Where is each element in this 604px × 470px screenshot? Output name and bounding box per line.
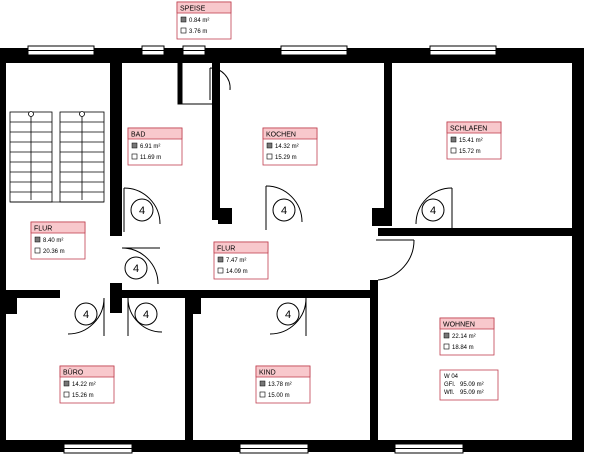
perimeter-icon xyxy=(217,267,224,274)
area-icon xyxy=(217,256,224,263)
room-name: KIND xyxy=(259,370,276,377)
window xyxy=(182,45,206,56)
area-icon xyxy=(443,332,450,339)
room-label-schlafen: SCHLAFEN 15.41 m² 15.72 m xyxy=(446,121,502,160)
window xyxy=(394,443,464,454)
perimeter-icon xyxy=(34,247,41,254)
room-area: 7.47 m² xyxy=(226,258,246,264)
room-perimeter: 14.09 m xyxy=(226,269,248,275)
door-numbers: 4 4 4 4 4 4 4 xyxy=(83,205,436,321)
unit-id: W 04 xyxy=(444,374,459,380)
perimeter-icon xyxy=(266,153,273,160)
door-kochen xyxy=(265,185,303,230)
perimeter-icon xyxy=(63,391,70,398)
door-wohnen xyxy=(376,239,415,281)
window xyxy=(27,45,95,56)
gfl-value: 95.09 m² xyxy=(460,382,484,388)
room-perimeter: 11.69 m xyxy=(140,155,161,161)
area-icon xyxy=(259,380,266,387)
window xyxy=(280,45,348,56)
speise-room xyxy=(177,61,231,105)
room-area: 22.14 m² xyxy=(452,334,476,340)
room-perimeter: 15.26 m xyxy=(72,393,94,399)
room-name: FLUR xyxy=(34,226,52,233)
door-number: 4 xyxy=(83,309,89,321)
wfl-label: Wfl. xyxy=(444,390,455,396)
room-label-kind: KIND 13.78 m² 15.00 m xyxy=(255,365,311,404)
room-name: FLUR xyxy=(217,246,235,253)
room-perimeter: 18.84 m xyxy=(452,345,474,351)
room-name: SCHLAFEN xyxy=(450,126,487,133)
door-number: 4 xyxy=(430,205,436,217)
room-label-flur-2: FLUR 7.47 m² 14.09 m xyxy=(213,241,269,280)
area-icon xyxy=(34,236,41,243)
door-number: 4 xyxy=(133,263,139,275)
perimeter-icon xyxy=(180,27,187,34)
window xyxy=(429,45,497,56)
area-icon xyxy=(180,16,187,23)
room-perimeter: 15.00 m xyxy=(268,393,290,399)
area-icon xyxy=(266,142,273,149)
room-label-bad: BAD 6.91 m² 11.69 m xyxy=(127,127,183,166)
room-area: 0.84 m² xyxy=(189,18,209,24)
door-buero xyxy=(67,297,105,336)
area-icon xyxy=(63,380,70,387)
door-kind xyxy=(269,297,307,336)
room-area: 15.41 m² xyxy=(459,138,483,144)
room-area: 8.40 m² xyxy=(43,238,63,244)
door-bad xyxy=(123,187,161,232)
room-label-flur-1: FLUR 8.40 m² 20.36 m xyxy=(30,221,86,260)
perimeter-icon xyxy=(259,391,266,398)
room-name: KOCHEN xyxy=(266,132,296,139)
staircase xyxy=(9,111,105,203)
room-perimeter: 3.76 m xyxy=(189,29,207,35)
wfl-value: 95.09 m² xyxy=(460,390,484,396)
room-name: SPEISE xyxy=(180,6,206,13)
room-label-speise: SPEISE 0.84 m² 3.76 m xyxy=(176,1,232,40)
area-icon xyxy=(131,142,138,149)
door-entry xyxy=(121,247,160,285)
room-perimeter: 15.29 m xyxy=(275,155,297,161)
room-area: 14.32 m² xyxy=(275,144,299,150)
windows xyxy=(27,45,497,454)
door-number: 4 xyxy=(143,309,149,321)
room-area: 6.91 m² xyxy=(140,144,160,150)
door-number: 4 xyxy=(281,205,287,217)
room-name: BAD xyxy=(131,132,145,139)
room-name: BÜRO xyxy=(63,369,84,377)
window xyxy=(141,45,165,56)
door-number: 4 xyxy=(139,205,145,217)
room-name: WOHNEN xyxy=(443,322,475,329)
door-schlafen xyxy=(415,187,453,228)
interior-walls xyxy=(0,60,578,450)
gfl-label: GFl. xyxy=(444,382,456,388)
room-label-buero: BÜRO 14.22 m² 15.26 m xyxy=(59,365,115,404)
door-buero-2 xyxy=(127,297,163,336)
unit-summary: W 04 GFl. 95.09 m² Wfl. 95.09 m² xyxy=(439,369,499,401)
room-area: 13.78 m² xyxy=(268,382,292,388)
window xyxy=(63,443,133,454)
room-label-kochen: KOCHEN 14.32 m² 15.29 m xyxy=(262,127,318,166)
perimeter-icon xyxy=(131,153,138,160)
room-area: 14.22 m² xyxy=(72,382,96,388)
area-icon xyxy=(450,136,457,143)
doors xyxy=(67,185,453,336)
perimeter-icon xyxy=(443,343,450,350)
door-number: 4 xyxy=(285,309,291,321)
room-perimeter: 20.36 m xyxy=(43,249,65,255)
room-label-wohnen: WOHNEN 22.14 m² 18.84 m xyxy=(439,317,495,356)
room-perimeter: 15.72 m xyxy=(459,149,481,155)
perimeter-icon xyxy=(450,147,457,154)
window xyxy=(239,443,309,454)
